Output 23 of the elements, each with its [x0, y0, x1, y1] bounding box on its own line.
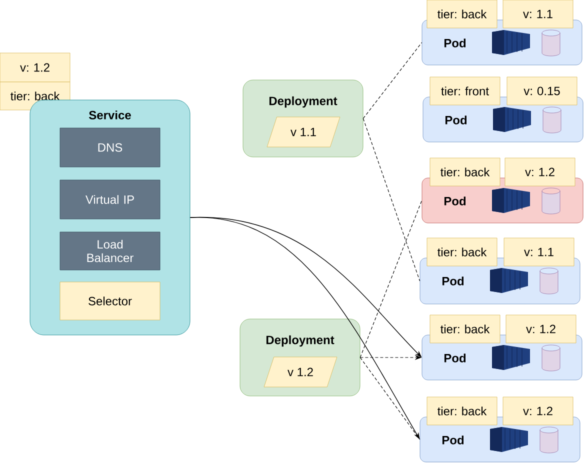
- version-parallelogram: v 1.1: [266, 116, 340, 148]
- label-tag: tier: back: [426, 396, 498, 426]
- component-box: Virtual IP: [60, 180, 160, 220]
- label-tag: v: 1.1: [502, 0, 574, 28]
- label-tag: v: 1.2: [506, 314, 576, 344]
- label-tag: tier: back: [426, 0, 498, 28]
- label-tag: tier: back: [426, 238, 498, 266]
- connector-line: [362, 118, 420, 282]
- label-tag: tier: back: [430, 158, 500, 186]
- label-tag: tier: front: [430, 76, 500, 106]
- label-tag: v: 1.2: [0, 52, 70, 82]
- label-tag: v: 0.15: [506, 76, 578, 106]
- label-tag: tier: back: [430, 314, 500, 344]
- component-box: DNS: [60, 128, 160, 168]
- connector-line: [360, 200, 422, 358]
- label-tag: v: 1.2: [502, 396, 574, 426]
- component-box: Load Balancer: [60, 232, 160, 270]
- label-tag: v: 1.1: [504, 238, 574, 266]
- version-parallelogram: v 1.2: [264, 356, 338, 388]
- label-tag: v: 1.2: [504, 158, 576, 186]
- connector-line: [362, 42, 422, 119]
- connector-line: [360, 357, 420, 440]
- selector-box: Selector: [60, 282, 160, 320]
